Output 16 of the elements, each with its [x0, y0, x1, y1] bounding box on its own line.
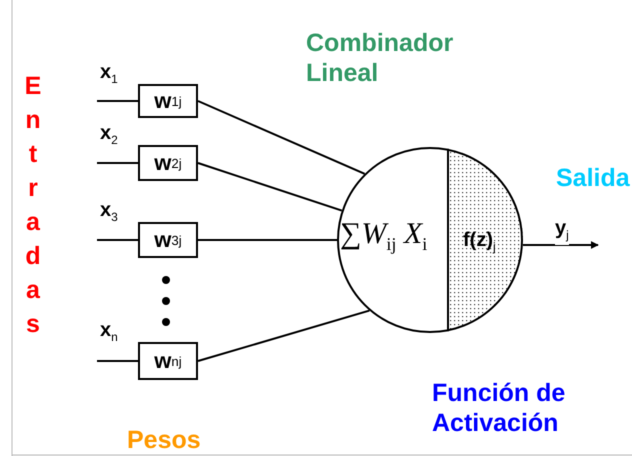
- activation-function: f(z)$_{j}$: [463, 229, 496, 254]
- connector-line: [97, 360, 138, 362]
- connector-line: [198, 310, 370, 362]
- connector-line: [198, 100, 366, 175]
- connector-line: [97, 239, 138, 241]
- connector-line: [97, 100, 138, 102]
- weights-label: Pesos: [127, 425, 202, 455]
- component-label: Combinador Lineal: [306, 28, 454, 88]
- side-title: Entradas: [18, 72, 48, 344]
- connector-line: [198, 162, 342, 212]
- output-label: Salida: [556, 163, 631, 193]
- component-label: Función de Activación: [432, 378, 566, 438]
- arrow: [523, 241, 599, 249]
- connector-line: [198, 239, 337, 241]
- summation-formula: ∑W$_{ij}$ X$_{i}$: [340, 217, 428, 255]
- connector-line: [97, 162, 138, 164]
